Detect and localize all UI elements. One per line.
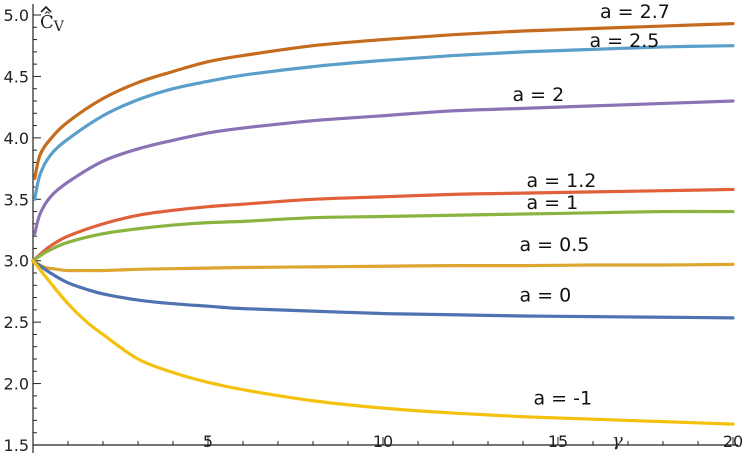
y-axis-label-text: ĈV [40,10,65,35]
series-line-6 [31,259,735,320]
x-axis-label: γ [612,430,623,451]
tick-marks [33,14,734,446]
series-label-7: a = -1 [534,387,593,409]
x-tick-label: 10 [373,432,393,451]
x-tick-label: 15 [548,432,568,451]
y-axis-label-hat [40,5,52,13]
y-axis-label: ĈV [40,5,65,35]
series-label-0: a = 2.7 [600,1,670,23]
series-lines [31,22,735,426]
tick-labels: 5 10 15 20 1.5 2.0 2.5 3.0 3.5 4.0 4.5 5.0 [4,6,744,455]
series-label-1: a = 2.5 [590,30,660,52]
series-line-2 [33,99,735,236]
series-line-7 [31,259,735,426]
y-tick-label: 3.5 [4,190,29,209]
y-tick-label: 2.5 [4,313,29,332]
series-label-6: a = 0 [520,284,572,306]
y-tick-label: 4.0 [4,129,29,148]
series-line-0 [33,22,735,180]
series-line-4 [31,209,735,263]
y-tick-label: 3.0 [4,252,29,271]
series-label-4: a = 1 [527,192,579,214]
series-labels: a = 2.7 a = 2.5 a = 2 a = 1.2a = 1 a = 0.5 a … [513,1,670,409]
series-line-5 [31,259,735,273]
series-line-3 [31,187,735,263]
y-axis-label-subscript: V [53,19,65,35]
series-label-5: a = 0.5 [520,234,590,256]
series-label-3: a = 1.2 [527,170,597,192]
axes [32,4,738,453]
series-line-1 [33,44,735,201]
y-tick-label: 5.0 [4,6,29,25]
x-tick-label: 5 [203,432,213,451]
y-tick-label: 1.5 [4,436,29,455]
series-label-2: a = 2 [513,84,565,106]
y-tick-label: 2.0 [4,375,29,394]
x-tick-label: 20 [723,432,743,451]
y-tick-label: 4.5 [4,67,29,86]
y-axis-label-main: Ĉ [40,10,54,33]
